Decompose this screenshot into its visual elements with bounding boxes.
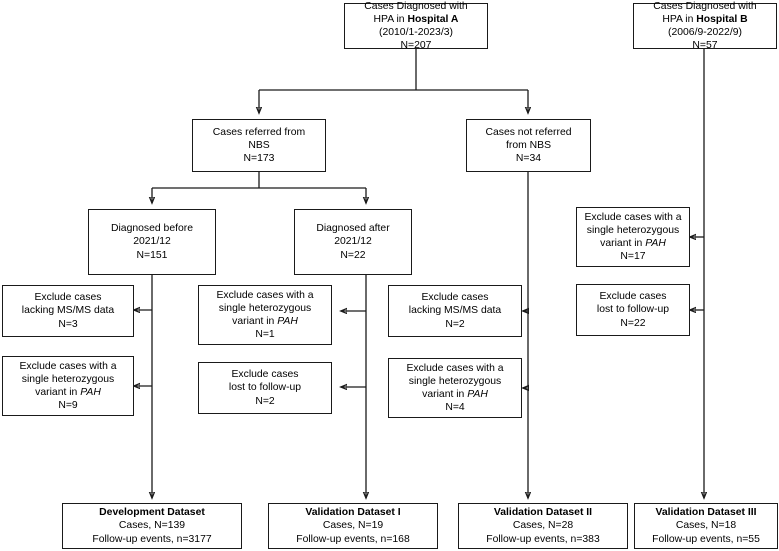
referred-line3: N=173 [243, 153, 275, 165]
node-exclude-a3-msms[interactable]: Exclude cases lacking MS/MS data N=2 [388, 285, 522, 337]
after-line1: Diagnosed after [316, 223, 390, 235]
referred-line2: NBS [248, 139, 270, 151]
development-dataset-cases: Cases, N=139 [118, 520, 186, 532]
hospital-b-name: Hospital B [696, 13, 748, 25]
validation-ii-events: Follow-up events, n=383 [486, 533, 600, 545]
node-exclude-a2-lost-to-followup[interactable]: Exclude cases lost to follow-up N=2 [198, 362, 332, 414]
node-hospital-b[interactable]: Cases Diagnosed with HPA in Hospital B (… [633, 0, 777, 52]
a2-lost-line3: N=2 [255, 395, 275, 407]
validation-iii-title: Validation Dataset III [655, 507, 757, 519]
a3-msms-line3: N=2 [445, 318, 465, 330]
b-hetero-gene: PAH [645, 238, 666, 249]
node-diagnosed-after[interactable]: Diagnosed after 2021/12 N=22 [294, 209, 412, 275]
b-lost-line2: lost to follow-up [596, 304, 670, 316]
not-referred-line3: N=34 [515, 153, 542, 165]
hospital-a-line3: (2010/1-2023/3) [379, 27, 453, 38]
b-hetero-line4: N=17 [620, 251, 646, 263]
a2-hetero-gene: PAH [277, 316, 298, 327]
a3-msms-line2: lacking MS/MS data [408, 305, 502, 317]
b-lost-line1: Exclude cases [599, 291, 667, 303]
node-exclude-b-heterozygous[interactable]: Exclude cases with a single heterozygous… [576, 207, 690, 267]
before-line3: N=151 [136, 249, 168, 261]
a1-msms-line1: Exclude cases [34, 292, 102, 304]
node-hospital-a[interactable]: Cases Diagnosed with HPA in Hospital A (… [344, 0, 488, 52]
referred-line1: Cases referred from [212, 126, 306, 138]
a2-lost-line2: lost to follow-up [228, 382, 302, 394]
a1-hetero-line3-prefix: variant in [35, 387, 81, 398]
validation-i-cases: Cases, N=19 [322, 520, 384, 532]
validation-iii-events: Follow-up events, n=55 [652, 533, 760, 545]
validation-i-events: Follow-up events, n=168 [296, 533, 410, 545]
node-exclude-b-lost-to-followup[interactable]: Exclude cases lost to follow-up N=22 [576, 284, 690, 336]
hospital-a-line2: HPA in Hospital A [374, 13, 459, 26]
a2-lost-line1: Exclude cases [231, 369, 299, 381]
hospital-a-line2-prefix: HPA in [373, 13, 408, 25]
b-hetero-line2: single heterozygous [586, 224, 680, 236]
b-hetero-line3: variant in PAH [600, 237, 666, 250]
hospital-b-line4: N=57 [692, 40, 718, 52]
a3-hetero-line3: variant in PAH [422, 388, 488, 401]
a1-hetero-line3: variant in PAH [35, 386, 101, 399]
a3-hetero-line3-prefix: variant in [422, 389, 468, 400]
a2-hetero-line2: single heterozygous [218, 302, 312, 314]
a1-hetero-line4: N=9 [58, 400, 78, 412]
before-line2: 2021/12 [133, 236, 171, 248]
node-validation-dataset-iii[interactable]: Validation Dataset III Cases, N=18 Follo… [634, 503, 778, 549]
not-referred-line1: Cases not referred [485, 126, 572, 138]
after-line2: 2021/12 [334, 236, 372, 248]
development-dataset-events: Follow-up events, n=3177 [92, 533, 212, 545]
b-hetero-line1: Exclude cases with a [584, 211, 682, 223]
hospital-b-line2-prefix: HPA in [662, 13, 697, 25]
a2-hetero-line3-prefix: variant in [232, 316, 278, 327]
a3-hetero-line1: Exclude cases with a [406, 362, 504, 374]
a1-hetero-line1: Exclude cases with a [19, 360, 117, 372]
hospital-b-line1: Cases Diagnosed with [653, 0, 757, 12]
a3-hetero-line2: single heterozygous [408, 375, 502, 387]
a1-hetero-gene: PAH [80, 387, 101, 398]
node-development-dataset[interactable]: Development Dataset Cases, N=139 Follow-… [62, 503, 242, 549]
node-validation-dataset-i[interactable]: Validation Dataset I Cases, N=19 Follow-… [268, 503, 438, 549]
validation-iii-cases: Cases, N=18 [675, 520, 737, 532]
b-hetero-line3-prefix: variant in [600, 238, 646, 249]
a2-hetero-line3: variant in PAH [232, 315, 298, 328]
hospital-b-line3: (2006/9-2022/9) [668, 27, 742, 38]
validation-ii-title: Validation Dataset II [493, 507, 593, 519]
node-exclude-a2-heterozygous[interactable]: Exclude cases with a single heterozygous… [198, 285, 332, 345]
a1-msms-line3: N=3 [58, 318, 78, 330]
node-exclude-a3-heterozygous[interactable]: Exclude cases with a single heterozygous… [388, 358, 522, 418]
development-dataset-title: Development Dataset [99, 507, 205, 519]
a3-hetero-gene: PAH [467, 389, 488, 400]
node-exclude-a1-msms[interactable]: Exclude cases lacking MS/MS data N=3 [2, 285, 134, 337]
a1-msms-line2: lacking MS/MS data [21, 305, 115, 317]
hospital-a-name: Hospital A [407, 13, 459, 25]
before-line1: Diagnosed before [110, 223, 194, 235]
a1-hetero-line2: single heterozygous [21, 373, 115, 385]
hospital-a-line4: N=207 [400, 40, 432, 52]
node-diagnosed-before[interactable]: Diagnosed before 2021/12 N=151 [88, 209, 216, 275]
a3-hetero-line4: N=4 [445, 402, 465, 414]
after-line3: N=22 [340, 249, 366, 261]
node-validation-dataset-ii[interactable]: Validation Dataset II Cases, N=28 Follow… [458, 503, 628, 549]
a3-msms-line1: Exclude cases [421, 292, 489, 304]
hospital-a-line1: Cases Diagnosed with [364, 0, 468, 12]
b-lost-line3: N=22 [620, 317, 646, 329]
validation-ii-cases: Cases, N=28 [512, 520, 574, 532]
node-cases-not-referred-nbs[interactable]: Cases not referred from NBS N=34 [466, 119, 591, 172]
node-exclude-a1-heterozygous[interactable]: Exclude cases with a single heterozygous… [2, 356, 134, 416]
a2-hetero-line1: Exclude cases with a [216, 289, 314, 301]
node-cases-referred-nbs[interactable]: Cases referred from NBS N=173 [192, 119, 326, 172]
not-referred-line2: from NBS [505, 139, 552, 151]
hospital-b-line2: HPA in Hospital B [662, 13, 747, 26]
validation-i-title: Validation Dataset I [305, 507, 401, 519]
a2-hetero-line4: N=1 [255, 329, 275, 341]
